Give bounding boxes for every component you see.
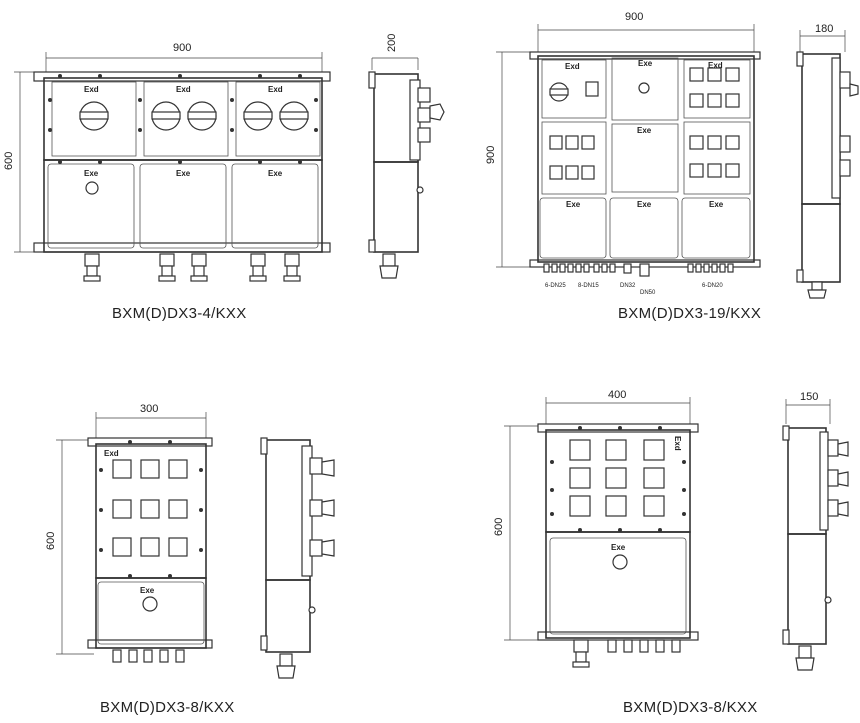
d4-indicator-icon [612,554,628,570]
d2-lower-mark-1: Exe [566,200,581,209]
diagram-3-side [260,437,335,679]
d4-model-label: BXM(D)DX3-8/KXX [623,699,758,716]
diagram-1-side: 200 [368,34,445,279]
d2-width-label: 900 [625,11,643,23]
d1-upper-mark-2: Exd [176,85,191,94]
d2-breakers-mid-right [689,135,740,178]
d2-lower-mark-3: Exe [709,200,724,209]
d3-width-label: 300 [140,403,158,415]
d2-gland-label-5: 6-DN20 [702,283,723,289]
d2-breakers-mid-left [549,135,595,180]
d2-breakers-top-right [689,67,740,108]
d1-upper-mark-1: Exd [84,85,99,94]
d3-model-label: BXM(D)DX3-8/KXX [100,699,235,716]
d2-gland-label-4: DN50 [640,290,656,296]
d2-height-label: 900 [485,146,497,164]
d1-lower-mark-1: Exe [84,169,99,178]
d2-gland-label-1: 6-DN25 [545,283,566,289]
d1-width-label: 900 [173,42,191,54]
d4-width-label: 400 [608,389,626,401]
diagram-4-side: 150 [782,391,849,671]
d3-lower-mark-1: Exe [140,586,155,595]
d1-upper-mark-3: Exd [268,85,283,94]
d1-lower-mark-2: Exe [176,169,191,178]
d1-model-label: BXM(D)DX3-4/KXX [112,305,247,322]
d2-depth-label: 180 [815,23,833,35]
diagram-1-front: 900 600 Exd Exd Exd Exe Exe Exe [3,42,331,322]
d4-cable-glands [572,639,681,668]
d4-lower-mark-1: Exe [611,543,626,552]
d1-cable-glands [83,253,301,282]
d4-upper-mark-1: Exd [673,436,682,451]
d2-gland-label-2: 8-DN15 [578,283,599,289]
d2-model-label: BXM(D)DX3-19/KXX [618,305,761,322]
d2-upper-mark-3: Exd [708,61,723,70]
d1-lower-mark-3: Exe [268,169,283,178]
d1-depth-label: 200 [386,34,398,52]
d2-upper-mark-1: Exd [565,62,580,71]
d3-breaker-grid [112,459,188,557]
d3-cable-glands [112,649,185,663]
diagram-3-front: 300 600 Exd Exe BXM(D)DX3-8/KXX [45,403,235,716]
d2-gland-label-3: DN32 [620,283,636,289]
d2-upper-mark-2: Exe [638,59,653,68]
d2-mid-mark-1: Exe [637,126,652,135]
d1-indicator-icon [85,181,99,195]
diagram-4-front: 400 600 Exd Exe BXM(D)DX3-8/KXX [493,389,758,716]
d3-height-label: 600 [45,532,57,550]
d3-indicator-icon [142,596,158,612]
d3-upper-mark-1: Exd [104,449,119,458]
d1-height-label: 600 [3,152,15,170]
d2-lower-mark-2: Exe [637,200,652,209]
d4-breaker-grid [569,439,665,517]
diagram-2-side: 180 [796,23,859,299]
d2-cable-glands [543,263,734,277]
diagram-2-front: 900 900 Exd Exe Exd Exe [485,11,761,322]
d4-depth-label: 150 [800,391,818,403]
d1-switch-handles [79,101,309,131]
d4-height-label: 600 [493,518,505,536]
